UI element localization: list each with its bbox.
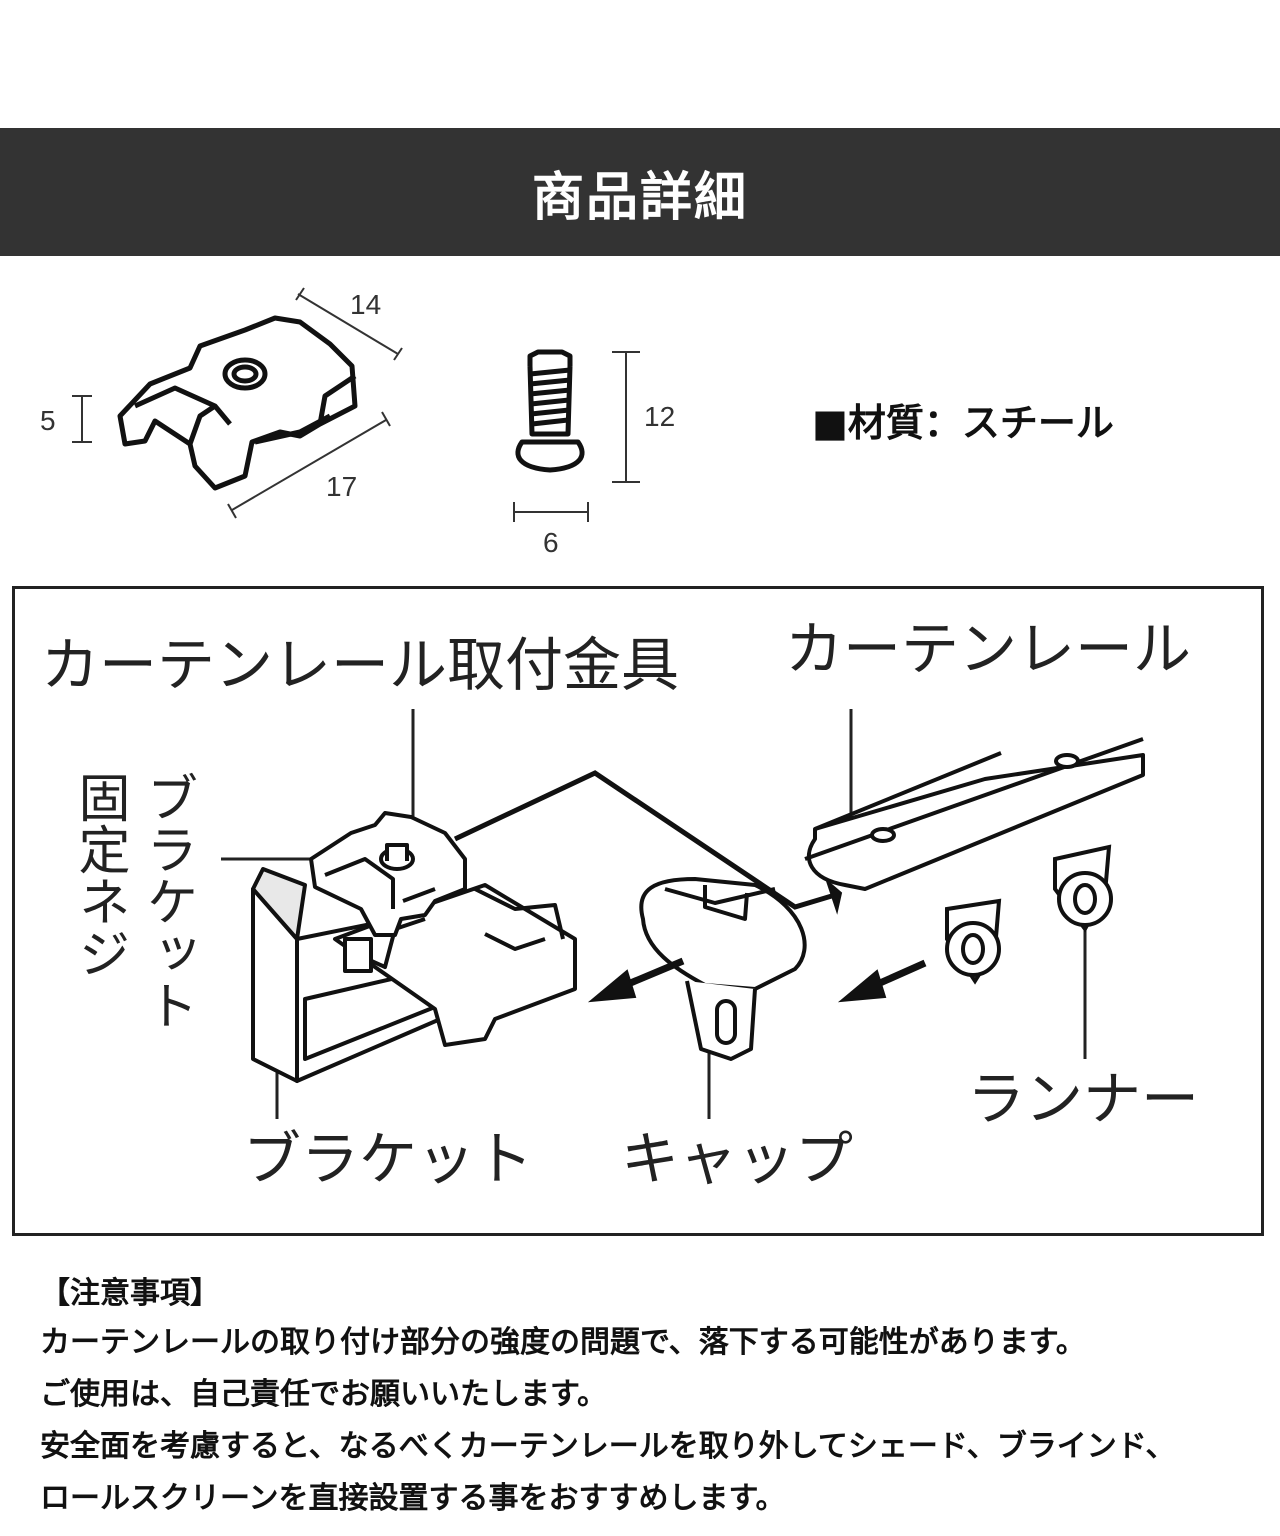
label-curtain-rail: カーテンレール <box>785 615 1191 683</box>
dim-screw-length: 12 <box>644 401 675 432</box>
label-cap: キャップ <box>621 1125 853 1193</box>
dim-bracket-height: 5 <box>40 405 56 436</box>
note-line: ロールスクリーンを直接設置する事をおすすめします。 <box>40 1481 786 1516</box>
bracket-clip-drawing <box>117 315 358 491</box>
dim-bracket-width: 14 <box>350 289 381 320</box>
notes-heading: 【注意事項】 <box>40 1276 220 1311</box>
assembly-path <box>453 770 836 910</box>
label-bracket: ブラケット <box>243 1125 533 1193</box>
dimension-drawings: 14 17 5 12 6 <box>40 287 675 558</box>
note-line: 安全面を考慮すると、なるべくカーテンレールを取り外してシェード、ブラインド、 <box>40 1429 1176 1464</box>
note-line: カーテンレールの取り付け部分の強度の問題で、落下する可能性があります。 <box>40 1325 1086 1360</box>
material-label: ■材質：スチール <box>812 401 1114 445</box>
arrows <box>587 877 927 1003</box>
screw-dim-lines <box>513 351 640 522</box>
note-line: ご使用は、自己責任でお願いいたします。 <box>40 1377 607 1412</box>
assembly-diagram: カーテンレール取付金具 カーテンレール ブラケット キャップ ランナー 固定ネジ… <box>12 586 1264 1236</box>
bracket-dim-lines <box>72 287 403 519</box>
mounting-clip-drawing <box>309 811 467 937</box>
dim-bracket-length: 17 <box>326 471 357 502</box>
runner-drawing-1 <box>945 898 1002 985</box>
notes-section: 【注意事項】 カーテンレールの取り付け部分の強度の問題で、落下する可能性がありま… <box>40 1268 1260 1530</box>
rail-drawing <box>804 737 1145 891</box>
label-curtain-rail-fitting: カーテンレール取付金具 <box>41 631 679 699</box>
screw-drawing <box>515 349 585 473</box>
label-runner: ランナー <box>967 1065 1199 1133</box>
label-bracket-vertical: ブラケット <box>137 771 197 1031</box>
header-bar: 商品詳細 <box>0 128 1280 256</box>
runner-drawing-2 <box>1053 844 1113 933</box>
page-title: 商品詳細 <box>531 167 748 228</box>
dim-screw-diameter: 6 <box>543 527 559 558</box>
label-fixing-screw: 固定ネジ <box>69 771 129 979</box>
